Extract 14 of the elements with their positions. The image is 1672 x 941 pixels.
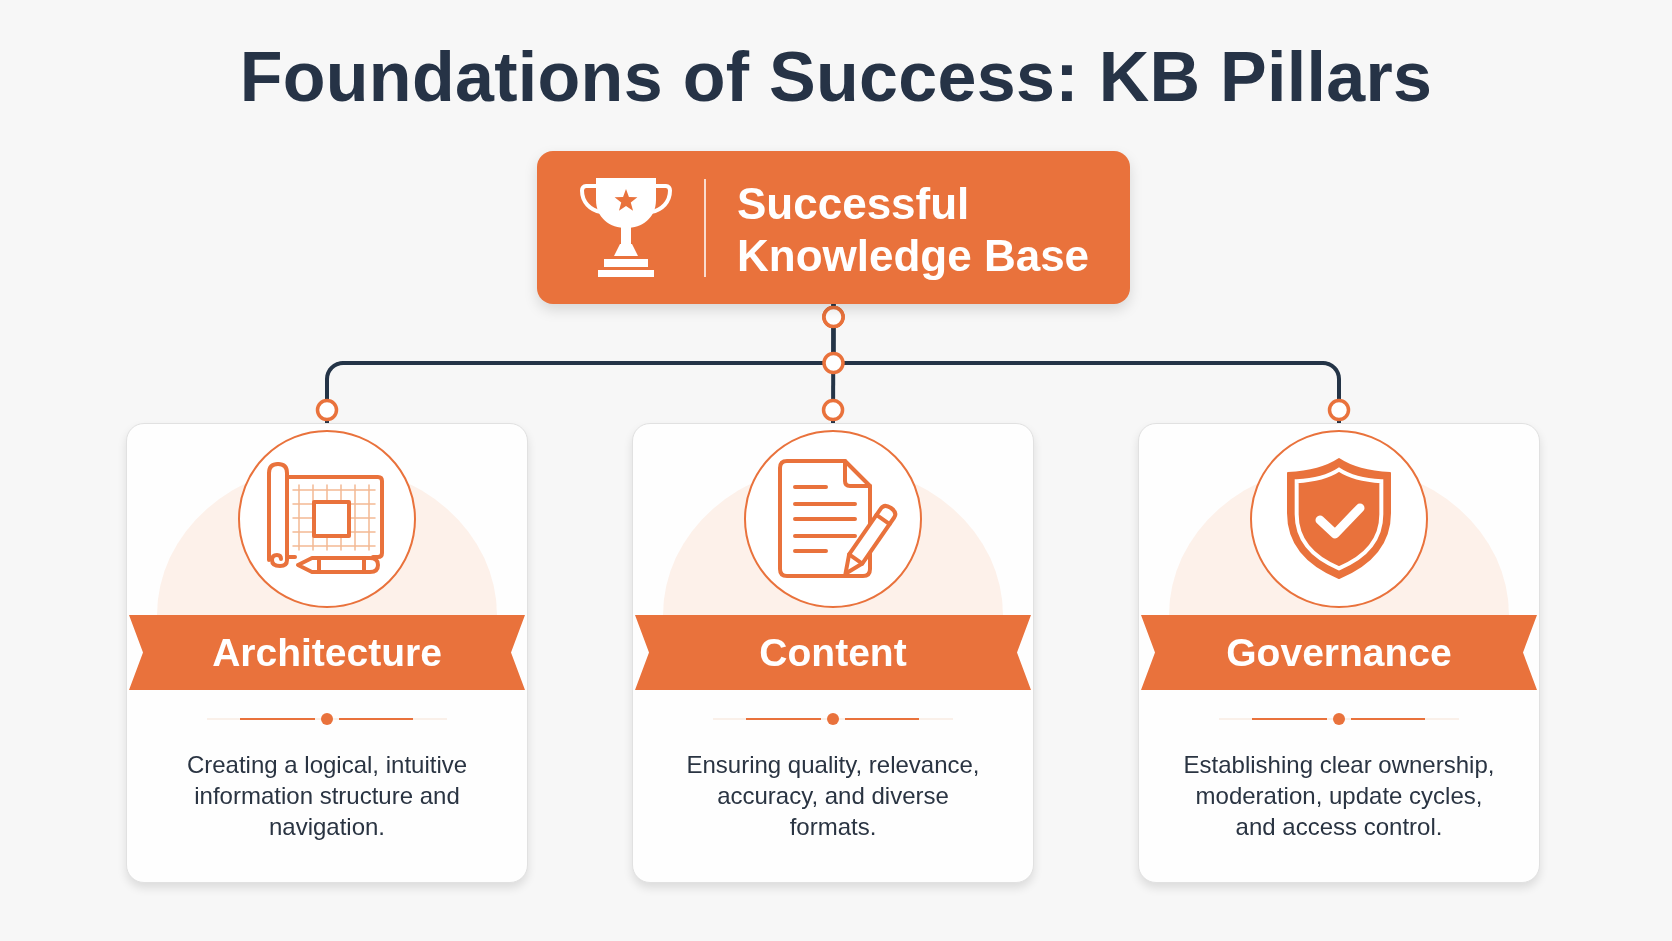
goal-box [537,151,1130,304]
pillar-description: Creating a logical, intuitive information structure and navigation. [185,750,469,842]
diagram-title: Foundations of Success: KB Pillars [239,40,1433,114]
pillar-description: Ensuring quality, relevance, accuracy, and diverse formats. [685,750,981,842]
ribbon-heading: Governance [1141,615,1537,690]
pillar-card [1138,423,1540,883]
connector-line [822,304,1351,423]
ribbon-heading: Content [635,615,1031,690]
pillar-card [632,423,1034,883]
ribbon-heading: Architecture [129,615,525,690]
goal-title: Successful Knowledge Base [737,178,1091,282]
pillar-card [126,423,528,883]
pillar-description: Establishing clear ownership, moderation, update cycles, and access control. [1182,750,1496,842]
connector-line [821,304,845,423]
